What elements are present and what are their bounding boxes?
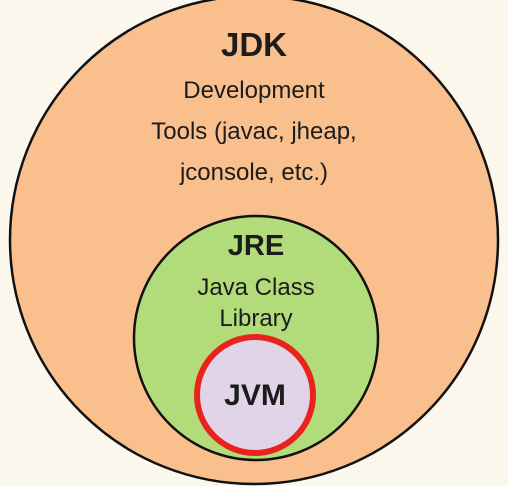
jre-desc-line-2: Library (219, 305, 293, 332)
jvm-title: JVM (224, 379, 286, 412)
jdk-desc-line-1: Development (183, 77, 325, 104)
jre-desc-line-1: Java Class (197, 274, 315, 301)
jdk-desc-line-3: jconsole, etc.) (179, 159, 329, 186)
jre-title: JRE (227, 230, 285, 262)
jdk-title: JDK (220, 26, 288, 63)
jvm-circle (194, 334, 316, 456)
jdk-desc-line-2: Tools (javac, jheap, (151, 118, 357, 145)
